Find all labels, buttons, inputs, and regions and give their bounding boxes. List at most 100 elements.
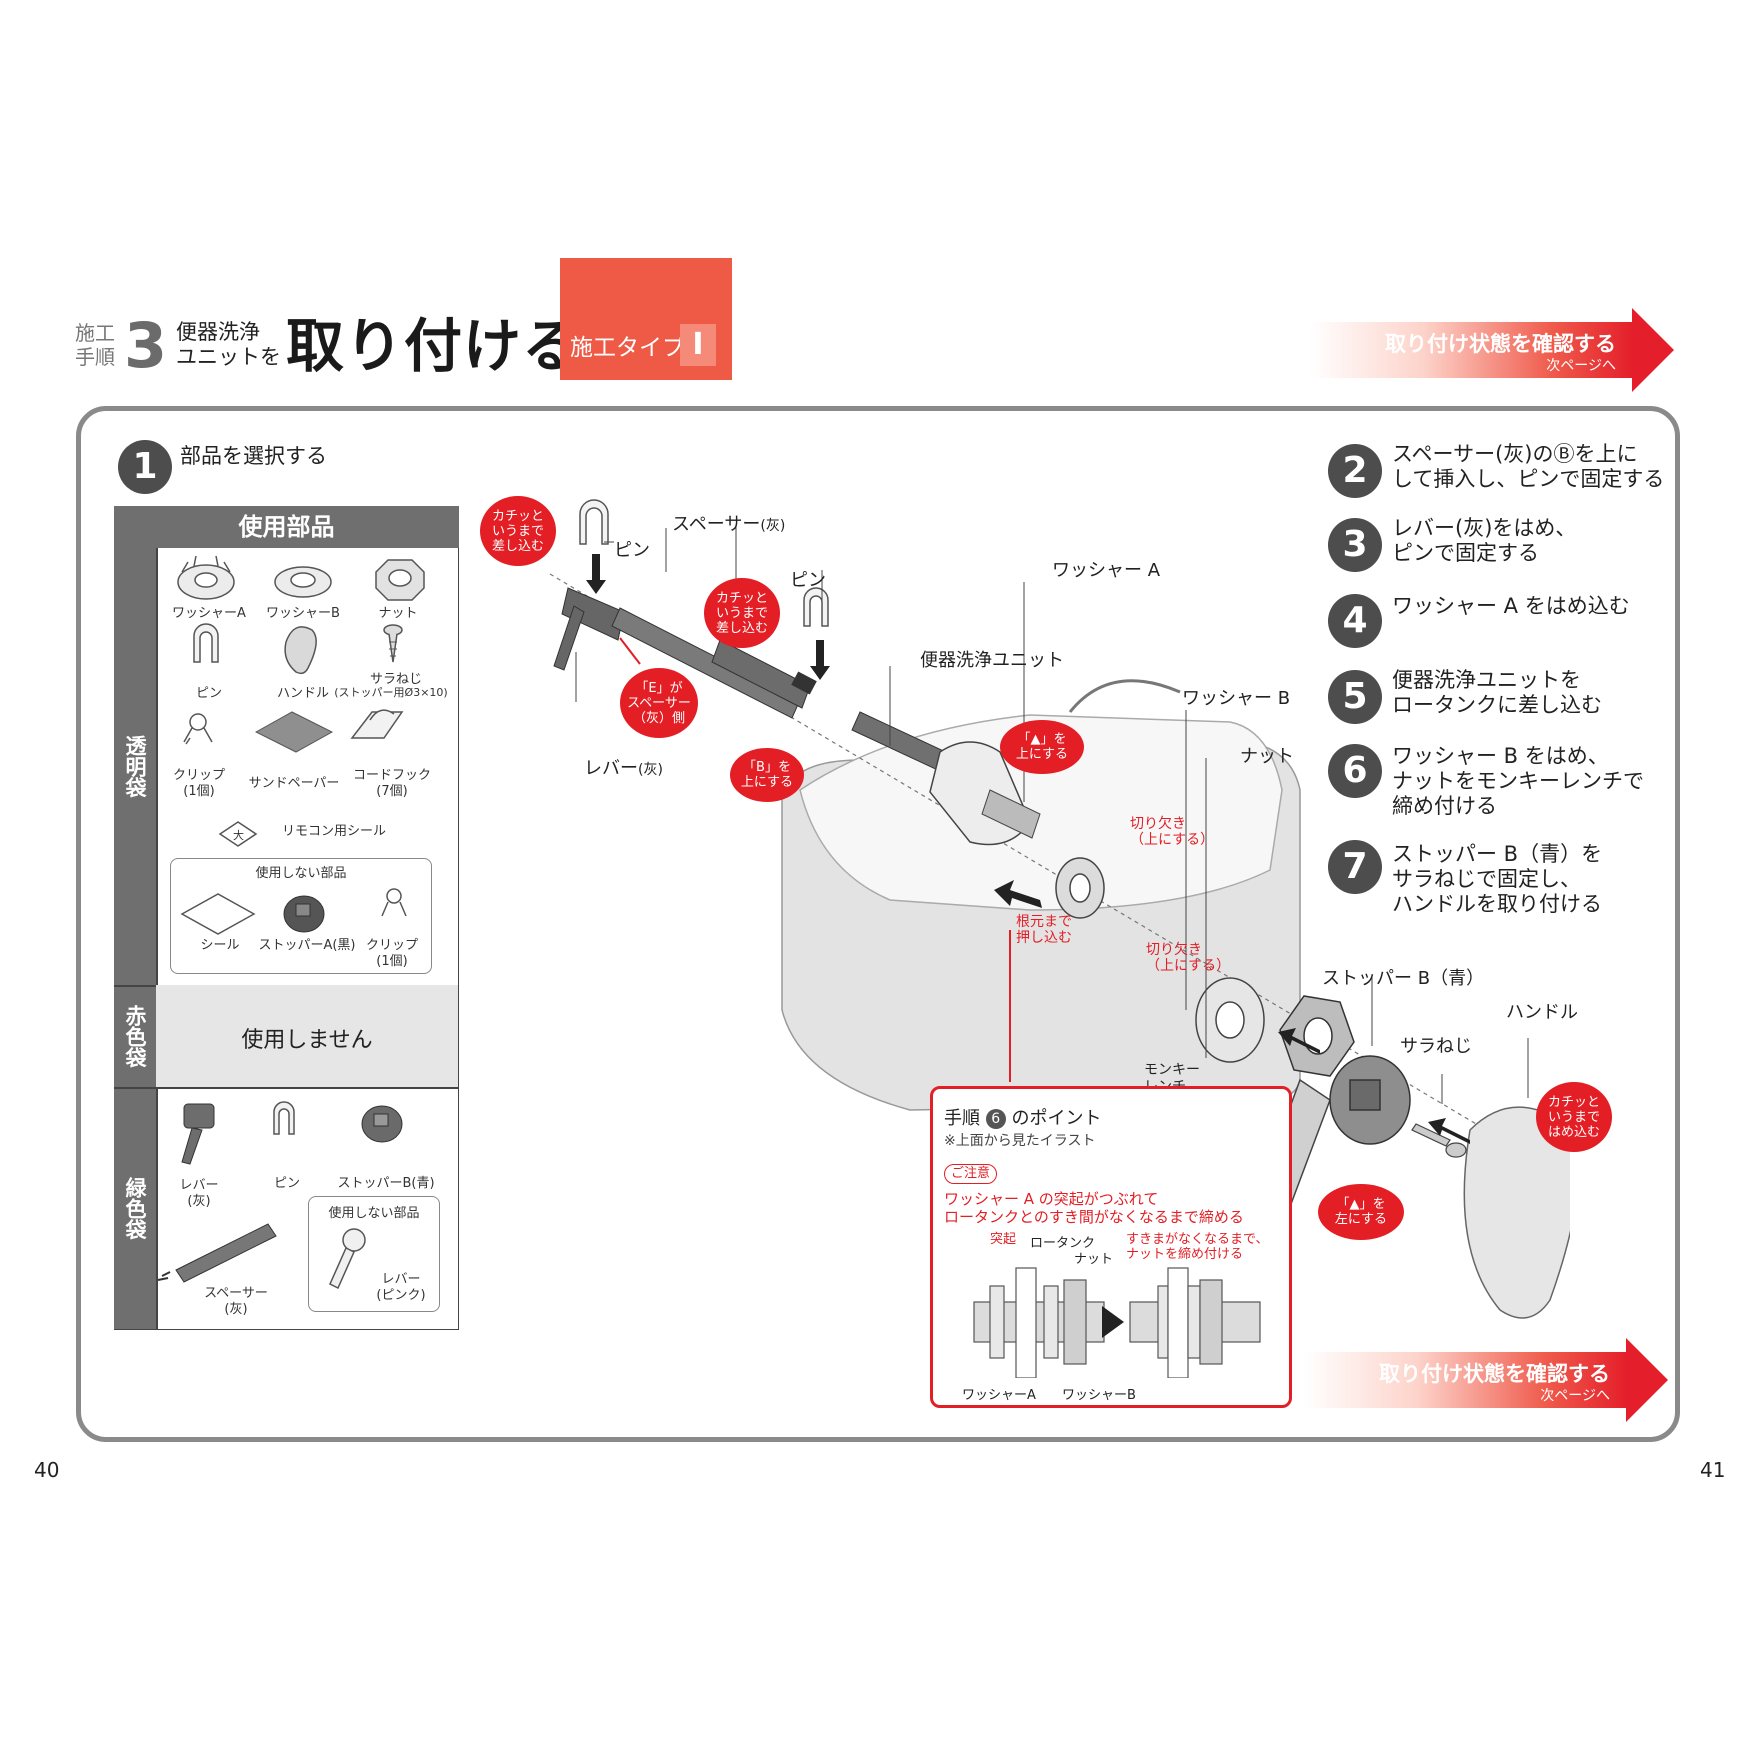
bubble-line: 「E」が <box>635 680 683 696</box>
label-tighten: すきまがなくなるまで、 ナットを締め付ける <box>1126 1232 1268 1262</box>
step7-text: ストッパー B（青）をサラねじで固定し、ハンドルを取り付ける <box>1392 842 1602 917</box>
unused-parts-title: 使用しない部品 <box>255 866 347 881</box>
bubble-line: 「▲」を <box>1336 1197 1386 1212</box>
part-note: (灰) <box>187 1194 211 1209</box>
wrench-text-1: モンキー <box>1144 1062 1200 1078</box>
next-page-banner-top[interactable]: 取り付け状態を確認する 次ページへ <box>1310 308 1674 392</box>
part-note: (ストッパー用Ø3×10) <box>334 686 448 699</box>
label-point-nut: ナット <box>1074 1252 1114 1267</box>
banner-arrow-icon <box>1626 1338 1668 1422</box>
bubble-triangle-left: 「▲」を左にする <box>1318 1184 1404 1240</box>
sandpaper-icon <box>254 711 334 753</box>
subtitle-line1: 便器洗浄 <box>176 320 260 344</box>
spacer-icon <box>157 1223 277 1283</box>
row-divider <box>114 1087 459 1089</box>
label-handle: ハンドル <box>1506 1002 1578 1023</box>
label-pin-top: ピン <box>614 540 650 561</box>
unused-part-note: (ピンク) <box>376 1288 426 1303</box>
clear-bag-text: 透明袋 <box>123 735 147 798</box>
banner-sub: 次ページへ <box>1540 1388 1610 1404</box>
cord-hook-icon <box>350 709 404 739</box>
red-bag-text: 赤色袋 <box>123 1005 147 1068</box>
part-label: クリップ <box>172 768 225 783</box>
part-label: ナット <box>378 606 418 621</box>
pin-icon <box>273 1101 295 1135</box>
tighten-line: ナットを締め付ける <box>1126 1247 1244 1262</box>
point-title-post: のポイント <box>1011 1108 1102 1129</box>
page-number-left: 40 <box>34 1458 60 1482</box>
lever-icon <box>181 1103 215 1165</box>
step-line: ハンドルを取り付ける <box>1392 892 1602 916</box>
step-line: サラねじで固定し、 <box>1392 867 1581 891</box>
label-notch-1: 切り欠き （上にする） <box>1130 816 1214 848</box>
bubble-line: 差し込む <box>491 538 544 554</box>
bubble-line: はめ込む <box>1547 1124 1600 1140</box>
label-stopper-b: ストッパー B（青） <box>1322 968 1485 989</box>
part-label: ハンドル <box>276 686 329 701</box>
page-number-right: 41 <box>1700 1458 1726 1482</box>
clear-bag-parts-illustrations: 大 <box>177 555 425 847</box>
bubble-line: 上にする <box>1015 747 1069 762</box>
step3-number-icon: 3 <box>1328 518 1382 572</box>
stopper-a-icon <box>283 895 325 933</box>
banner-bar <box>1310 322 1634 378</box>
bubble-line: 差し込む <box>715 620 768 636</box>
push-text-2: 押し込む <box>1016 930 1072 946</box>
notch2-text: 切り欠き <box>1146 942 1202 958</box>
pin-icon <box>579 499 609 545</box>
notch2-note: （上にする） <box>1146 958 1231 974</box>
bubble-line: 上にする <box>740 775 794 790</box>
label-flush-unit: 便器洗浄ユニット <box>920 650 1064 671</box>
arrow-right-icon <box>1102 1306 1124 1338</box>
column-divider <box>156 548 158 1330</box>
label-screw: サラねじ <box>1400 1036 1472 1057</box>
tighten-line: すきまがなくなるまで、 <box>1126 1232 1269 1247</box>
step-line: レバー(灰)をはめ、 <box>1392 516 1577 540</box>
nut-icon <box>375 559 425 601</box>
unused-parts-illustrations <box>180 888 407 935</box>
construction-type-label: 施工タイプ <box>570 335 685 361</box>
banner-sub: 次ページへ <box>1546 358 1616 374</box>
label-point-washer-a: ワッシャーA <box>962 1388 1036 1403</box>
clip-icon <box>183 713 213 745</box>
after-assembly-icon <box>1129 1267 1261 1378</box>
step7-number-icon: 7 <box>1328 840 1382 894</box>
step-line: ピンで固定する <box>1392 541 1539 565</box>
next-page-banner-bottom[interactable]: 取り付け状態を確認する 次ページへ <box>1304 1338 1668 1422</box>
part-label: ストッパーB(青) <box>337 1176 435 1191</box>
step4-text: ワッシャー A をはめ込む <box>1392 594 1630 619</box>
spacer-text: スペーサー <box>672 514 761 535</box>
bubble-line: 「B」を <box>743 760 791 775</box>
bubble-line: いうまで <box>491 523 544 539</box>
step1-number-icon: 1 <box>118 440 172 494</box>
bubble-click-insert-1: カチッというまで差し込む <box>480 496 556 566</box>
red-bag-text-not-used: 使用しません <box>241 1028 373 1053</box>
step4-number-icon: 4 <box>1328 594 1382 648</box>
washer-a-icon <box>177 555 235 600</box>
step-line: ストッパー B（青）を <box>1392 842 1603 866</box>
bubble-b-up: 「B」を上にする <box>730 748 804 802</box>
header-subtitle: 便器洗浄 ユニットを <box>176 320 281 370</box>
part-label: サンドペーパー <box>248 776 340 791</box>
lever-icon <box>553 587 625 671</box>
part-note: (7個) <box>376 784 408 799</box>
part-note: (灰) <box>224 1302 248 1317</box>
banner-label: 取り付け状態を確認する <box>1385 332 1616 356</box>
banner-label: 取り付け状態を確認する <box>1379 1362 1610 1386</box>
step2-text: スペーサー(灰)のⒷを上にして挿入し、ピンで固定する <box>1392 442 1664 492</box>
construction-type-roman: I <box>680 324 716 366</box>
step-line: 締め付ける <box>1392 794 1497 818</box>
step5-number-icon: 5 <box>1328 670 1382 724</box>
label-washer-a: ワッシャー A <box>1052 560 1161 581</box>
label-low-tank: ロータンク <box>1030 1236 1096 1251</box>
green-bag-label: 緑色袋 <box>114 1088 156 1329</box>
page-title: 取り付ける <box>286 312 582 380</box>
header-kousei-label: 施工 手順 <box>75 321 115 369</box>
parts-table-header: 使用部品 <box>114 506 459 548</box>
leader-lines <box>575 524 1529 1104</box>
unused-parts-box-green <box>308 1196 440 1312</box>
part-label: ピン <box>273 1176 300 1191</box>
bubble-line: （灰）側 <box>632 710 685 726</box>
bubble-line: スペーサー <box>627 695 691 711</box>
banner-bar <box>1304 1352 1628 1408</box>
